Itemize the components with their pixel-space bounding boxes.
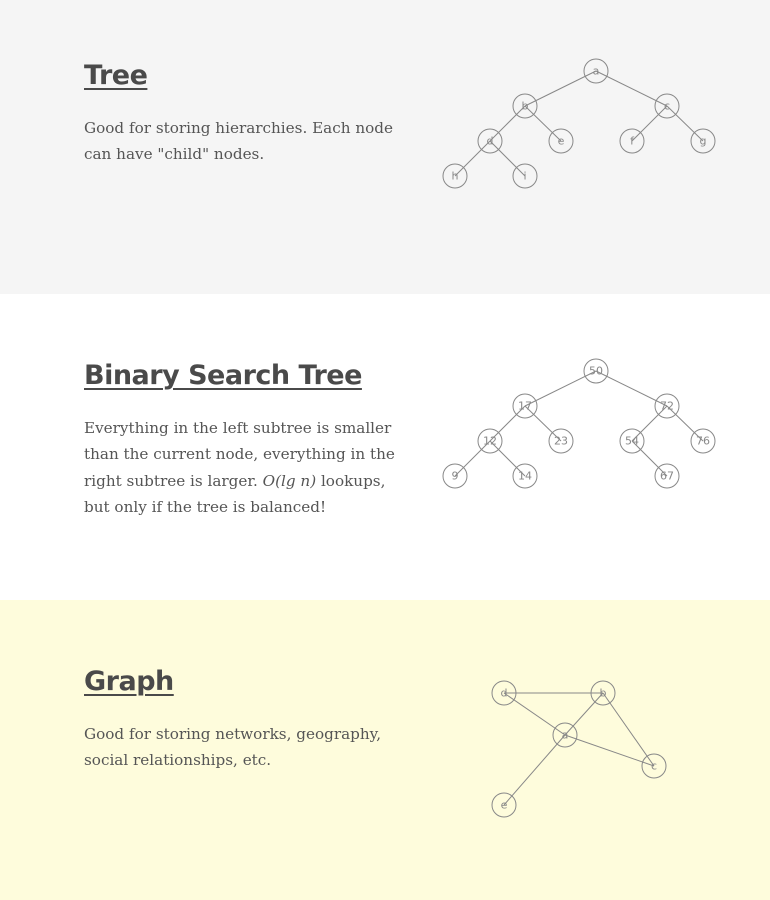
tree-node-b: b (512, 93, 538, 119)
svg-text:b: b (600, 687, 607, 700)
bst-section: Binary Search Tree Everything in the lef… (0, 294, 770, 600)
bst-node-23: 23 (548, 428, 574, 454)
graph-section: Graph Good for storing networks, geograp… (0, 600, 770, 900)
svg-text:c: c (651, 760, 657, 773)
svg-text:50: 50 (589, 365, 603, 378)
bst-node-9: 9 (442, 463, 468, 489)
svg-text:e: e (501, 799, 508, 812)
svg-text:23: 23 (554, 435, 568, 448)
graph-diagram: a b c d e (491, 680, 667, 818)
bst-node-72: 72 (654, 393, 680, 419)
svg-text:54: 54 (625, 435, 639, 448)
bst-node-76: 76 (690, 428, 716, 454)
tree-node-i: i (512, 163, 538, 189)
tree-edges (454, 70, 704, 177)
svg-text:17: 17 (518, 400, 532, 413)
svg-text:c: c (664, 100, 670, 113)
tree-node-d: d (477, 128, 503, 154)
bst-edges (454, 370, 704, 477)
graph-node-b: b (590, 680, 616, 706)
bst-title: Binary Search Tree (84, 360, 362, 391)
tree-node-g: g (690, 128, 716, 154)
bst-node-17: 17 (512, 393, 538, 419)
bst-description-start: Everything in the left subtree is smalle… (84, 419, 395, 490)
svg-text:h: h (452, 170, 459, 183)
graph-node-a: a (552, 722, 578, 748)
svg-text:a: a (562, 729, 569, 742)
graph-edges (503, 692, 655, 806)
svg-text:a: a (593, 65, 600, 78)
graph-node-d: d (491, 680, 517, 706)
graph-node-e: e (491, 792, 517, 818)
graph-title: Graph (84, 666, 174, 697)
bst-node-67: 67 (654, 463, 680, 489)
svg-text:14: 14 (518, 470, 532, 483)
svg-text:12: 12 (483, 435, 497, 448)
svg-text:9: 9 (452, 470, 459, 483)
tree-diagram: a b c d e f g h i (442, 58, 716, 189)
tree-description: Good for storing hierarchies. Each node … (84, 119, 393, 164)
svg-text:f: f (630, 135, 635, 148)
svg-text:67: 67 (660, 470, 674, 483)
tree-node-a: a (583, 58, 609, 84)
tree-node-h: h (442, 163, 468, 189)
svg-text:d: d (501, 687, 508, 700)
svg-text:e: e (558, 135, 565, 148)
bst-complexity: O(lg n) (262, 471, 317, 490)
svg-text:i: i (523, 170, 526, 183)
graph-description: Good for storing networks, geography, so… (84, 725, 382, 770)
bst-node-50: 50 (583, 358, 609, 384)
svg-text:d: d (487, 135, 494, 148)
bst-description: Everything in the left subtree is smalle… (84, 415, 404, 521)
bst-description-end: lookups, but only if the tree is balance… (84, 471, 386, 517)
bst-node-54: 54 (619, 428, 645, 454)
svg-text:72: 72 (660, 400, 674, 413)
tree-node-c: c (654, 93, 680, 119)
tree-node-e: e (548, 128, 574, 154)
bst-node-12: 12 (477, 428, 503, 454)
svg-text:g: g (700, 135, 707, 148)
tree-title: Tree (84, 60, 148, 91)
graph-node-c: c (641, 753, 667, 779)
svg-text:76: 76 (696, 435, 710, 448)
bst-diagram: 50 17 72 12 23 54 76 9 14 67 (442, 358, 716, 489)
tree-section: Tree Good for storing hierarchies. Each … (0, 0, 770, 294)
svg-text:b: b (522, 100, 529, 113)
bst-node-14: 14 (512, 463, 538, 489)
tree-node-f: f (619, 128, 645, 154)
